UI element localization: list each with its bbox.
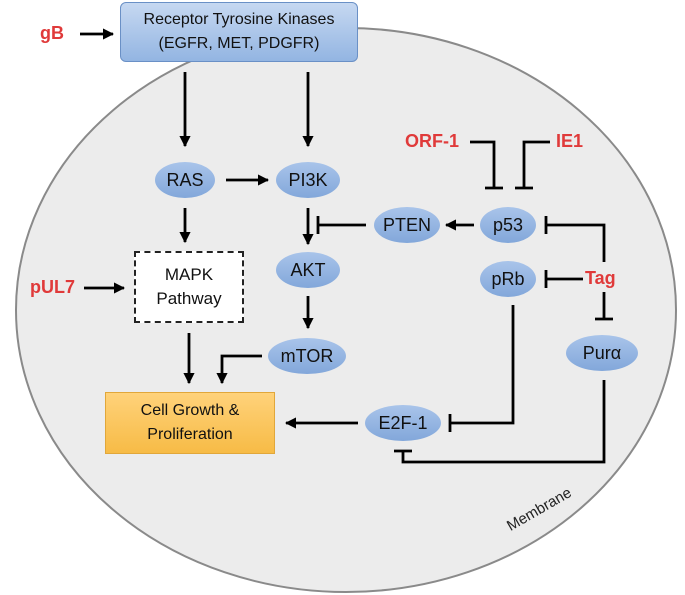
- edge-orf1-to-p53: [470, 140, 503, 190]
- edge-pten-to-akt: [316, 216, 366, 234]
- viral-factor-ie1: IE1: [556, 131, 584, 151]
- node-pi3k: PI3K: [276, 162, 340, 198]
- viral-factor-gb: gB: [40, 23, 64, 43]
- node-prb: pRb: [480, 261, 536, 297]
- cell-membrane: [15, 27, 677, 593]
- edge-mtor-to-cell_growth: [216, 354, 262, 385]
- node-pura: Purα: [566, 335, 638, 371]
- node-mtor: mTOR: [268, 338, 346, 374]
- edge-tag-to-prb: [544, 270, 583, 288]
- edge-ie1-to-p53: [515, 140, 550, 190]
- edge-prb-to-e2f1: [448, 305, 515, 432]
- edge-tag-to-pura: [595, 292, 613, 321]
- node-cell-growth-proliferation: Cell Growth & Proliferation: [105, 392, 275, 454]
- node-receptor-tyrosine-kinases: Receptor Tyrosine Kinases (EGFR, MET, PD…: [120, 2, 358, 62]
- node-p53: p53: [480, 207, 536, 243]
- viral-factor-pul7: pUL7: [30, 277, 75, 297]
- viral-factor-orf1: ORF-1: [405, 131, 459, 151]
- node-pten: PTEN: [374, 207, 440, 243]
- node-akt: AKT: [276, 252, 340, 288]
- node-mapk-pathway: MAPK Pathway: [134, 251, 244, 323]
- node-ras: RAS: [155, 162, 215, 198]
- node-e2f1: E2F-1: [365, 405, 441, 441]
- viral-factor-tag: Tag: [585, 268, 616, 288]
- edge-pura-to-e2f1: [394, 380, 606, 464]
- edge-tag-to-p53: [544, 216, 606, 262]
